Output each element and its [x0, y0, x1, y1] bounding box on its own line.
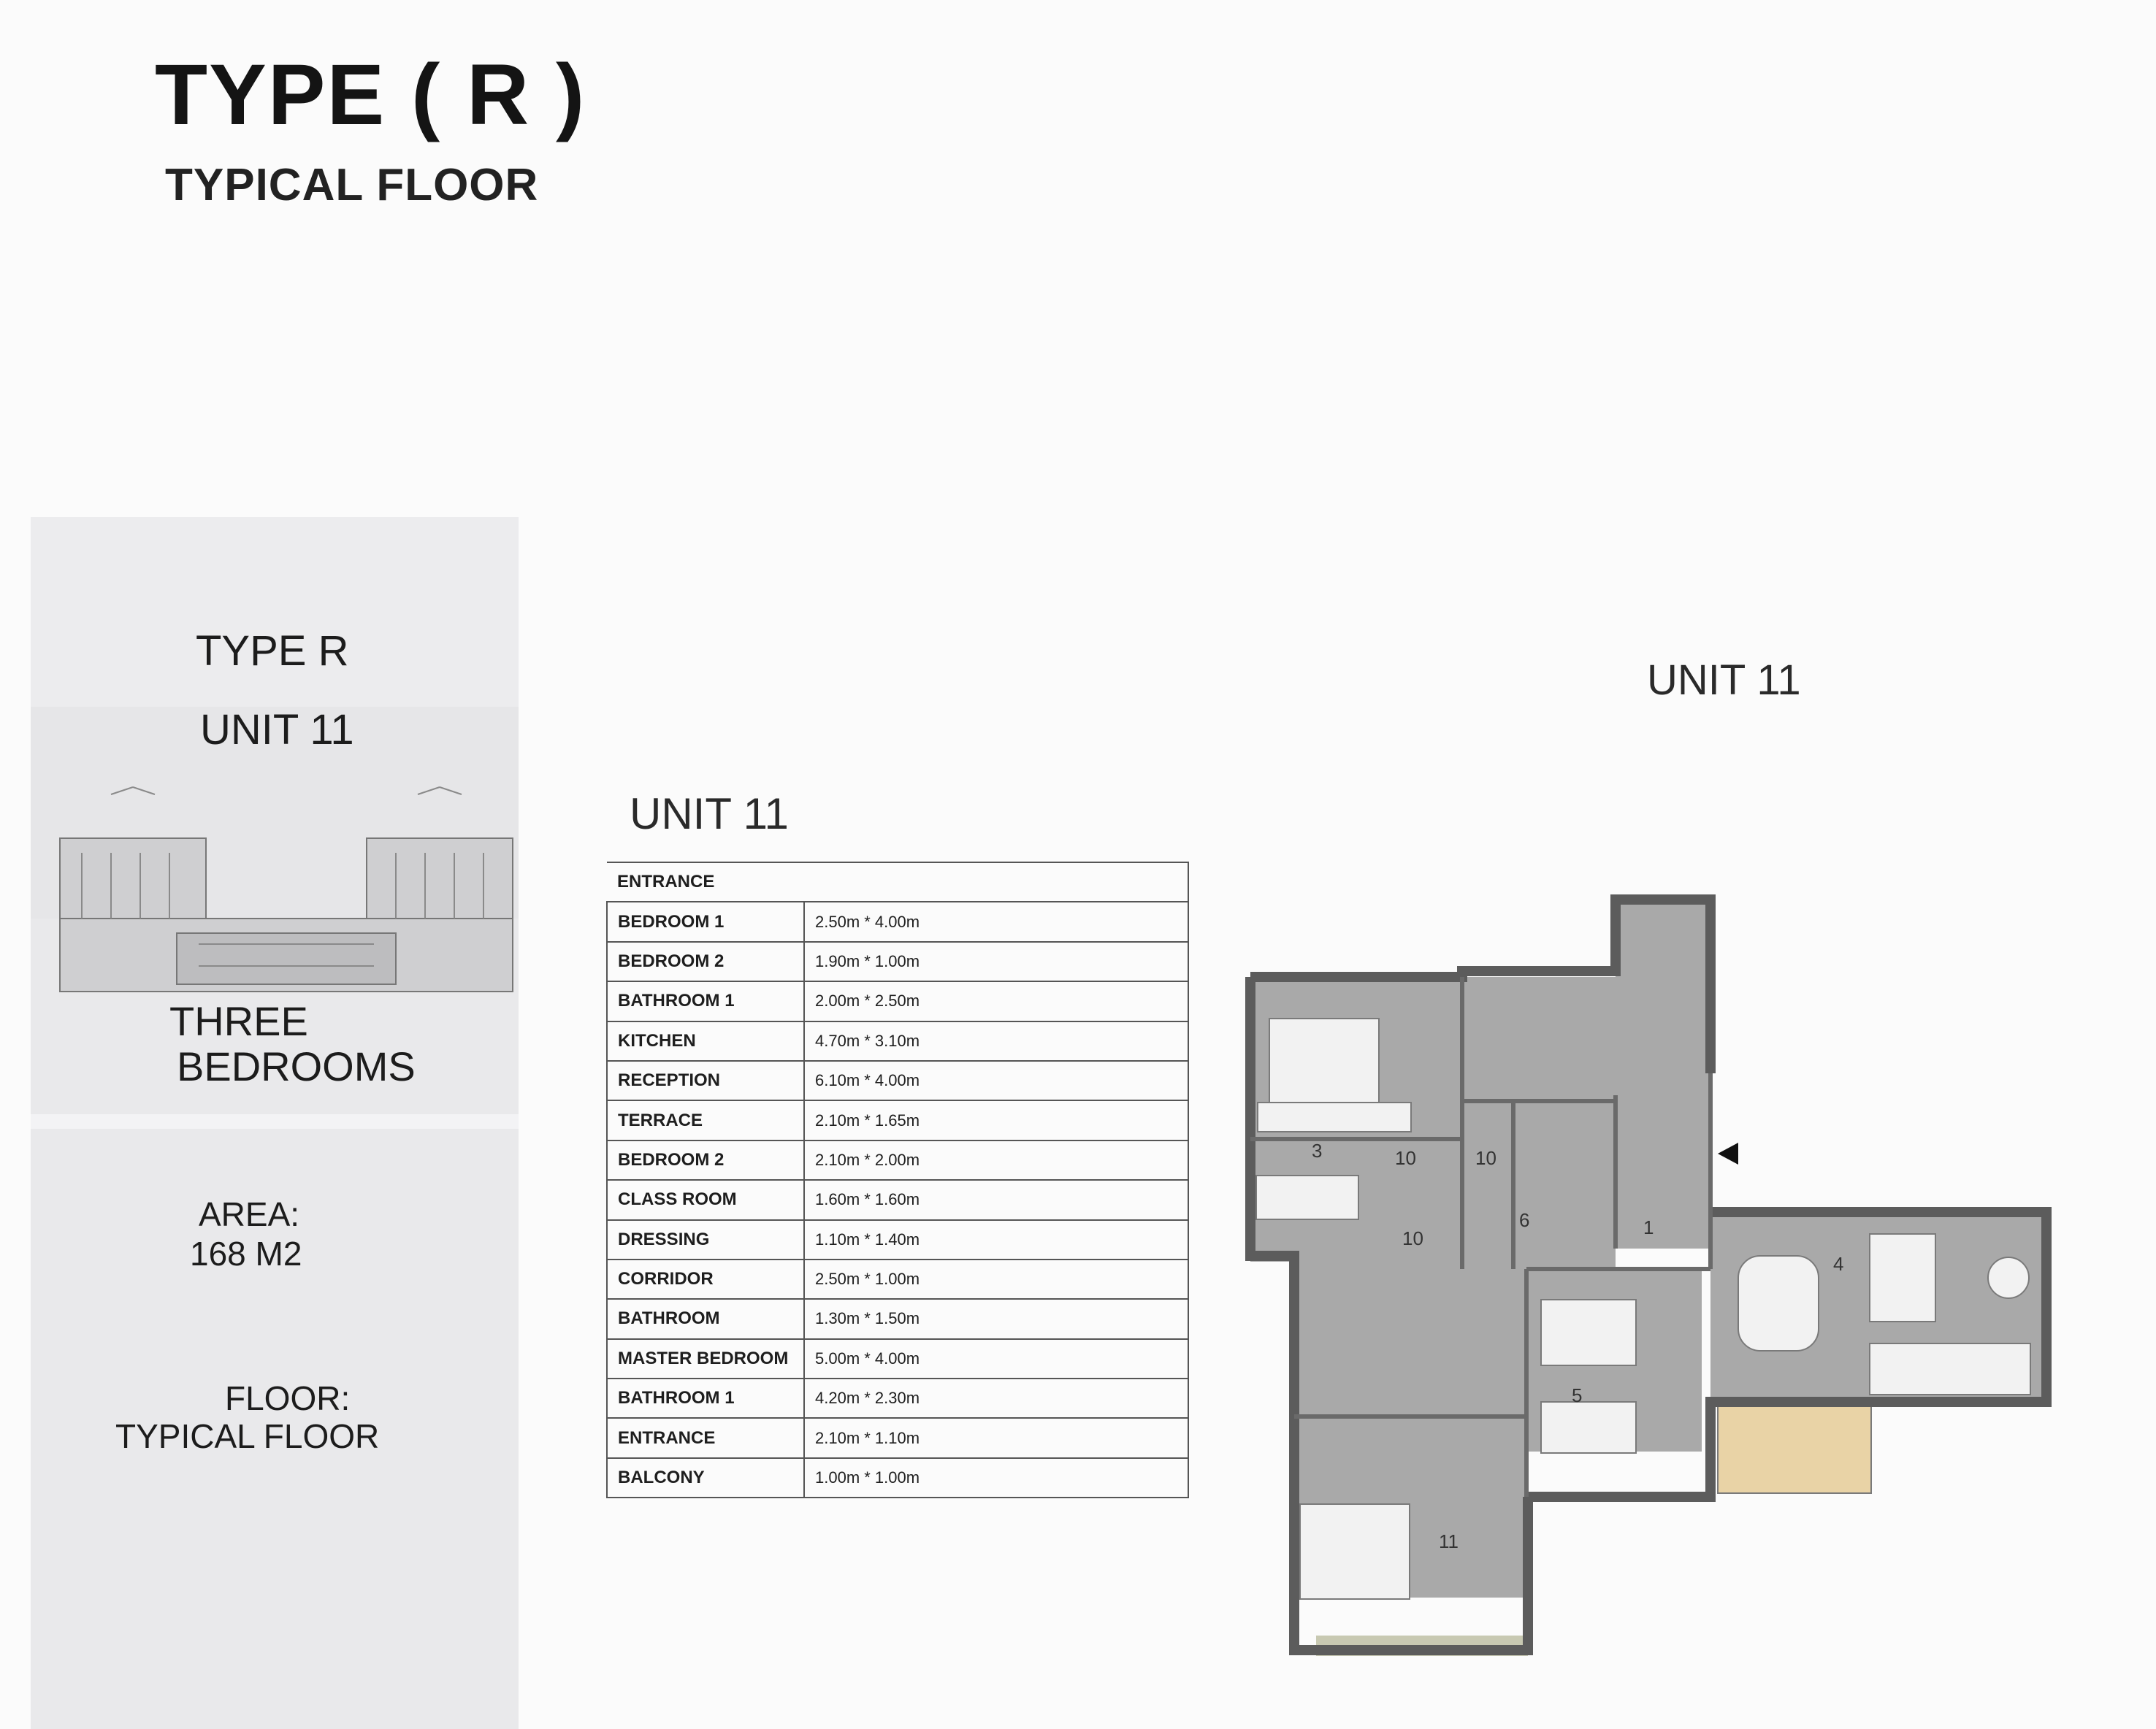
room-name-cell: ENTRANCE [606, 1417, 805, 1459]
unit-number: UNIT 11 [200, 706, 354, 754]
room-size-cell: 1.30m * 1.50m [804, 1298, 1189, 1340]
room-number: 1 [1643, 1216, 1654, 1238]
terrace [1717, 1405, 1872, 1494]
room-name-cell: BEDROOM 2 [606, 940, 805, 983]
room-name-cell: CLASS ROOM [606, 1179, 805, 1221]
room-corridor [1616, 900, 1710, 1095]
room-size-cell: 4.20m * 2.30m [804, 1378, 1189, 1419]
room-size-cell: 1.00m * 1.00m [804, 1457, 1189, 1499]
partitions [1250, 977, 1713, 1497]
bedroom-count-line1: THREE [169, 998, 308, 1044]
bed-1 [1269, 1018, 1380, 1107]
page-title: TYPE ( R ) [155, 47, 586, 143]
floor-label: FLOOR: [225, 1379, 351, 1417]
area-label: AREA: [199, 1195, 300, 1233]
room-number: 5 [1572, 1384, 1582, 1406]
room-size-cell: 2.50m * 1.00m [804, 1258, 1189, 1300]
master-bed [1299, 1503, 1410, 1600]
plan-unit-label: UNIT 11 [1647, 656, 1801, 704]
room-size-cell: 1.90m * 1.00m [804, 940, 1189, 983]
room-size-cell: 4.70m * 3.10m [804, 1020, 1189, 1062]
room-number: 4 [1833, 1253, 1843, 1275]
room-size-cell: 1.60m * 1.60m [804, 1179, 1189, 1221]
room-size-cell: 2.10m * 1.10m [804, 1417, 1189, 1459]
schedule-title: UNIT 11 [630, 789, 789, 838]
room-number: 10 [1402, 1227, 1423, 1249]
room-hall [1616, 1095, 1710, 1249]
dining-table [1738, 1255, 1819, 1352]
room-numbers: 10 10 10 11 1 4 5 6 3 [1312, 1140, 1843, 1552]
room-size-cell: 2.50m * 4.00m [804, 901, 1189, 943]
room-name-cell: KITCHEN [606, 1020, 805, 1062]
room-dressing [1462, 1101, 1616, 1269]
room-name-cell: BATHROOM 1 [606, 1378, 805, 1419]
room-size-cell: 2.10m * 2.00m [804, 1139, 1189, 1181]
unit-type: TYPE R [196, 627, 349, 675]
room-name-cell: MASTER BEDROOM [606, 1338, 805, 1380]
room-bath-1 [1462, 977, 1616, 1101]
room-size-cell: 2.10m * 1.65m [804, 1100, 1189, 1141]
bedroom-count: THREE BEDROOMS [169, 999, 535, 1089]
room-size-cell: 2.00m * 2.50m [804, 981, 1189, 1022]
room-number: 10 [1395, 1147, 1416, 1169]
floor-value: TYPICAL FLOOR [115, 1417, 380, 1455]
room-name-cell: BATHROOM [606, 1298, 805, 1340]
bedroom-count-line2: BEDROOMS [177, 1043, 416, 1089]
room-name-cell: TERRACE [606, 1100, 805, 1141]
room-number: 11 [1439, 1530, 1459, 1552]
bed-2 [1540, 1299, 1637, 1366]
room-name-cell: BEDROOM 1 [606, 901, 805, 943]
room-size-cell: 5.00m * 4.00m [804, 1338, 1189, 1380]
bed-3 [1540, 1401, 1637, 1454]
room-number: 10 [1475, 1147, 1496, 1169]
room-name-cell: BALCONY [606, 1457, 805, 1499]
room-name-cell: BATHROOM 1 [606, 981, 805, 1022]
unit-floor-plan: 10 10 10 11 1 4 5 6 3 [1245, 894, 2052, 1656]
room-size-cell: 1.10m * 1.40m [804, 1219, 1189, 1260]
room-number: 6 [1519, 1209, 1529, 1231]
room-size-cell: 6.10m * 4.00m [804, 1059, 1189, 1102]
room-name-cell: RECEPTION [606, 1059, 805, 1102]
room-name-cell: DRESSING [606, 1219, 805, 1260]
entrance-arrow-icon [1718, 1143, 1738, 1165]
room-name-cell: CORRIDOR [606, 1258, 805, 1300]
room-name-cell: BEDROOM 2 [606, 1139, 805, 1181]
kitchen-counter [1869, 1343, 2031, 1395]
page-subtitle: TYPICAL FLOOR [165, 160, 539, 210]
kitchen-unit [1869, 1233, 1936, 1322]
building-key-plan [59, 786, 513, 992]
table-header-row: ENTRANCE [607, 861, 1189, 903]
table-header-cell: ENTRANCE [607, 861, 1189, 903]
room-number: 3 [1312, 1140, 1322, 1162]
unit-info-panel: TYPE R UNIT 11 THREE BEDROOMS AREA: 168 … [31, 517, 519, 1729]
sink-icon [1987, 1257, 2030, 1299]
area-value: 168 M2 [190, 1235, 302, 1273]
